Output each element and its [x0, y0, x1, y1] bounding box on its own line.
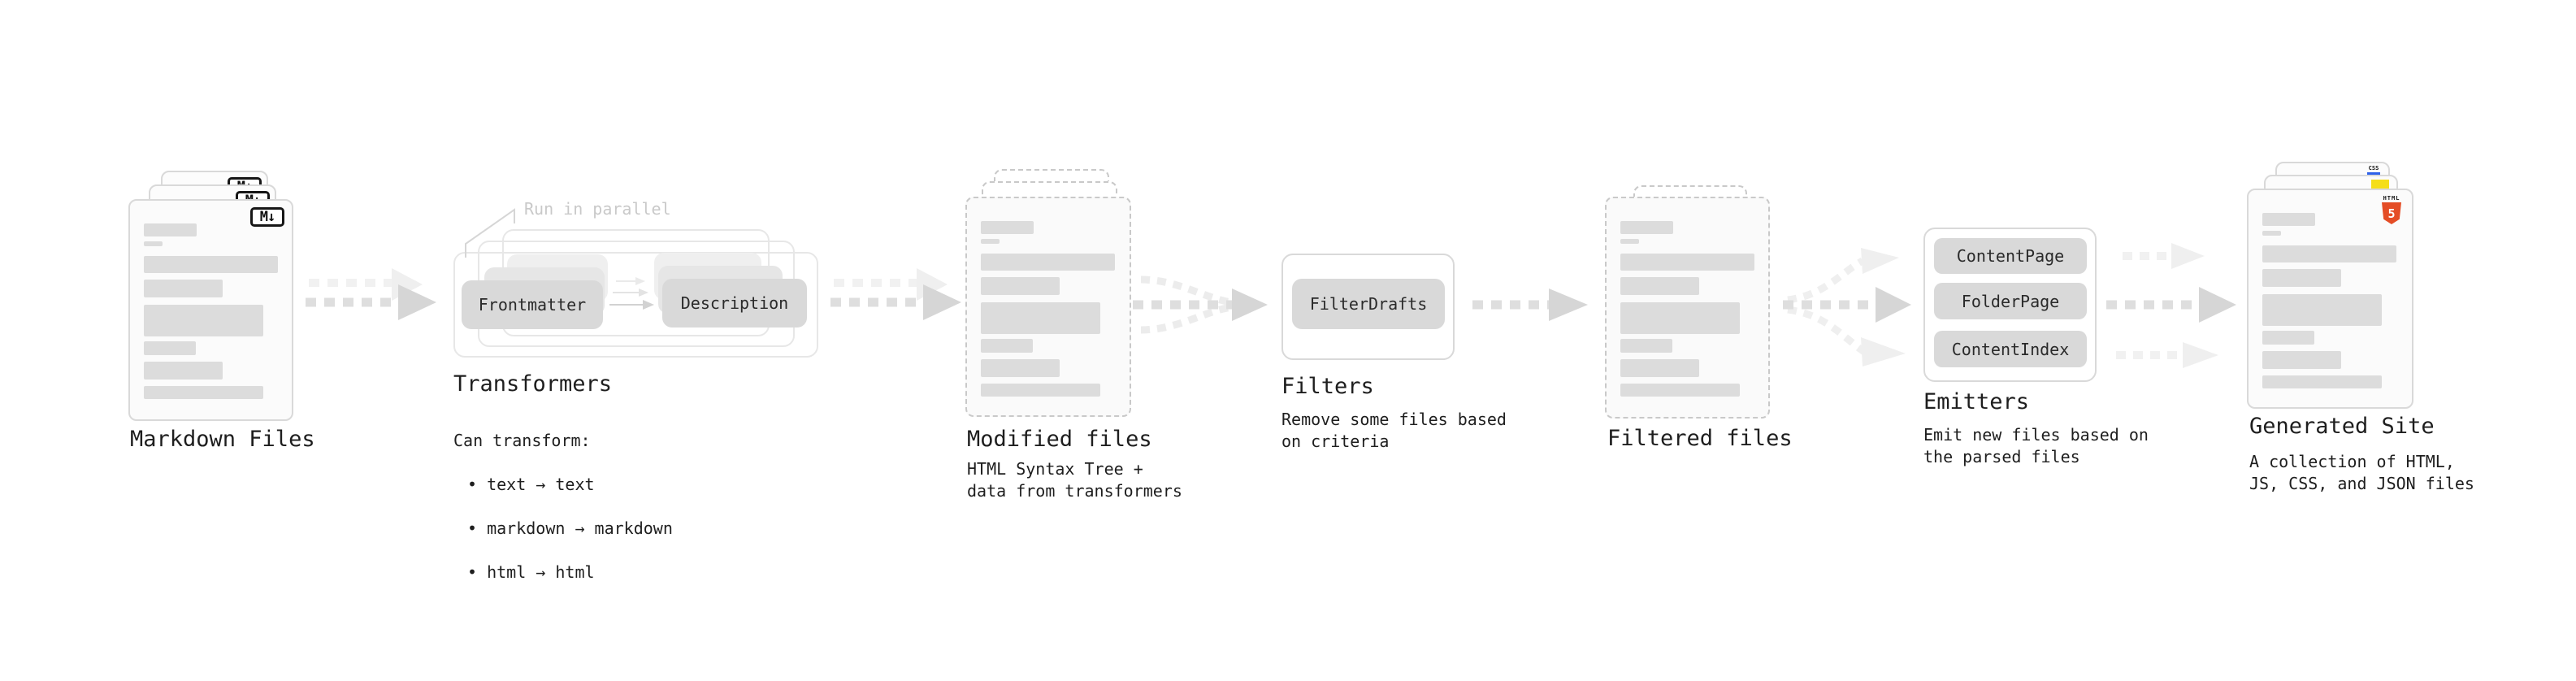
modified-files-label: Modified files — [967, 427, 1152, 452]
filters-description: Remove some files based on criteria — [1281, 410, 1507, 451]
transformer-frontmatter-box: Frontmatter — [462, 280, 603, 329]
text-line-placeholder — [2262, 375, 2382, 388]
flow-arrow-filters-to-filtered — [1472, 288, 1588, 321]
text-line-placeholder — [144, 341, 196, 355]
transformer-description-box: Description — [662, 279, 807, 327]
text-line-placeholder — [981, 254, 1115, 271]
filtered-file-card-front — [1605, 197, 1770, 419]
site-file-card-html: HTML 5 — [2247, 189, 2413, 409]
text-line-placeholder — [1620, 254, 1754, 271]
filters-label: Filters — [1281, 374, 1374, 399]
emitter-contentpage-box: ContentPage — [1934, 238, 2087, 274]
text-line-placeholder — [1620, 339, 1672, 353]
text-line-placeholder — [2262, 269, 2341, 287]
text-line-placeholder — [2262, 231, 2281, 236]
text-line-placeholder — [2262, 213, 2315, 226]
flow-arrow-transformers-to-modified — [830, 268, 961, 320]
modified-file-card-front — [965, 197, 1131, 417]
text-line-placeholder — [1620, 221, 1673, 234]
text-line-placeholder — [144, 280, 223, 297]
markdown-icon: M↓ — [250, 207, 284, 227]
transformers-label: Transformers — [453, 371, 613, 397]
text-line-placeholder — [2262, 294, 2382, 326]
text-line-placeholder — [1620, 239, 1639, 244]
file-content-placeholder — [1607, 221, 1768, 397]
file-content-placeholder — [130, 223, 292, 399]
emitters-description: Emit new files based on the parsed files — [1923, 425, 2149, 466]
transformers-description: Can transform: • text → text • markdown … — [453, 408, 673, 605]
text-line-placeholder — [144, 241, 163, 246]
flow-arrow-filtered-to-emitters — [1783, 248, 1911, 367]
generated-site-label: Generated Site — [2249, 414, 2435, 439]
transformers-desc-title: Can transform: — [453, 431, 591, 450]
markdown-file-card-front: M↓ — [128, 199, 293, 421]
text-line-placeholder — [981, 239, 1000, 244]
run-in-parallel-annotation: Run in parallel — [524, 199, 671, 219]
text-line-placeholder — [144, 256, 278, 273]
flow-arrow-markdown-to-transformers — [306, 268, 436, 320]
text-line-placeholder — [981, 359, 1060, 377]
transformers-bullet: • text → text — [467, 475, 595, 494]
emitter-folderpage-box: FolderPage — [1934, 283, 2087, 319]
css-icon: CSS — [2367, 166, 2380, 175]
transformers-bullet: • markdown → markdown — [467, 518, 673, 538]
file-content-placeholder — [2249, 213, 2412, 388]
css-icon-bar — [2367, 172, 2380, 175]
text-line-placeholder — [2262, 245, 2396, 262]
modified-files-description: HTML Syntax Tree + data from transformer… — [967, 459, 1182, 501]
text-line-placeholder — [1620, 302, 1740, 334]
js-icon — [2371, 180, 2389, 190]
filter-drafts-box: FilterDrafts — [1292, 279, 1445, 329]
run-in-parallel-callout-line — [465, 208, 515, 258]
text-line-placeholder — [144, 305, 263, 336]
emitter-contentindex-box: ContentIndex — [1934, 331, 2087, 367]
text-line-placeholder — [981, 302, 1100, 334]
text-line-placeholder — [1620, 277, 1699, 295]
html5-icon-word: HTML — [2383, 195, 2400, 202]
flow-arrow-modified-to-filters — [1133, 275, 1268, 334]
text-line-placeholder — [144, 223, 197, 236]
transformers-bullet: • html → html — [467, 562, 595, 582]
html5-icon-shield: 5 — [2382, 202, 2401, 224]
transformer-inner-arrows — [609, 277, 654, 310]
text-line-placeholder — [144, 362, 223, 380]
filtered-files-label: Filtered files — [1607, 426, 1793, 451]
emitters-label: Emitters — [1923, 389, 2030, 414]
text-line-placeholder — [1620, 384, 1740, 397]
text-line-placeholder — [981, 384, 1100, 397]
text-line-placeholder — [144, 386, 263, 399]
text-line-placeholder — [981, 277, 1060, 295]
text-line-placeholder — [2262, 331, 2314, 345]
html5-icon-five: 5 — [2387, 206, 2396, 221]
text-line-placeholder — [2262, 351, 2341, 369]
transformers-layer-front — [453, 252, 818, 358]
text-line-placeholder — [981, 221, 1034, 234]
text-line-placeholder — [981, 339, 1033, 353]
html5-icon: HTML 5 — [2381, 195, 2402, 224]
flow-arrow-emitters-to-site — [2106, 243, 2236, 368]
generated-site-description: A collection of HTML, JS, CSS, and JSON … — [2249, 452, 2474, 493]
css-icon-word: CSS — [2368, 165, 2379, 171]
text-line-placeholder — [1620, 359, 1699, 377]
file-content-placeholder — [967, 221, 1130, 397]
markdown-files-label: Markdown Files — [130, 427, 315, 452]
